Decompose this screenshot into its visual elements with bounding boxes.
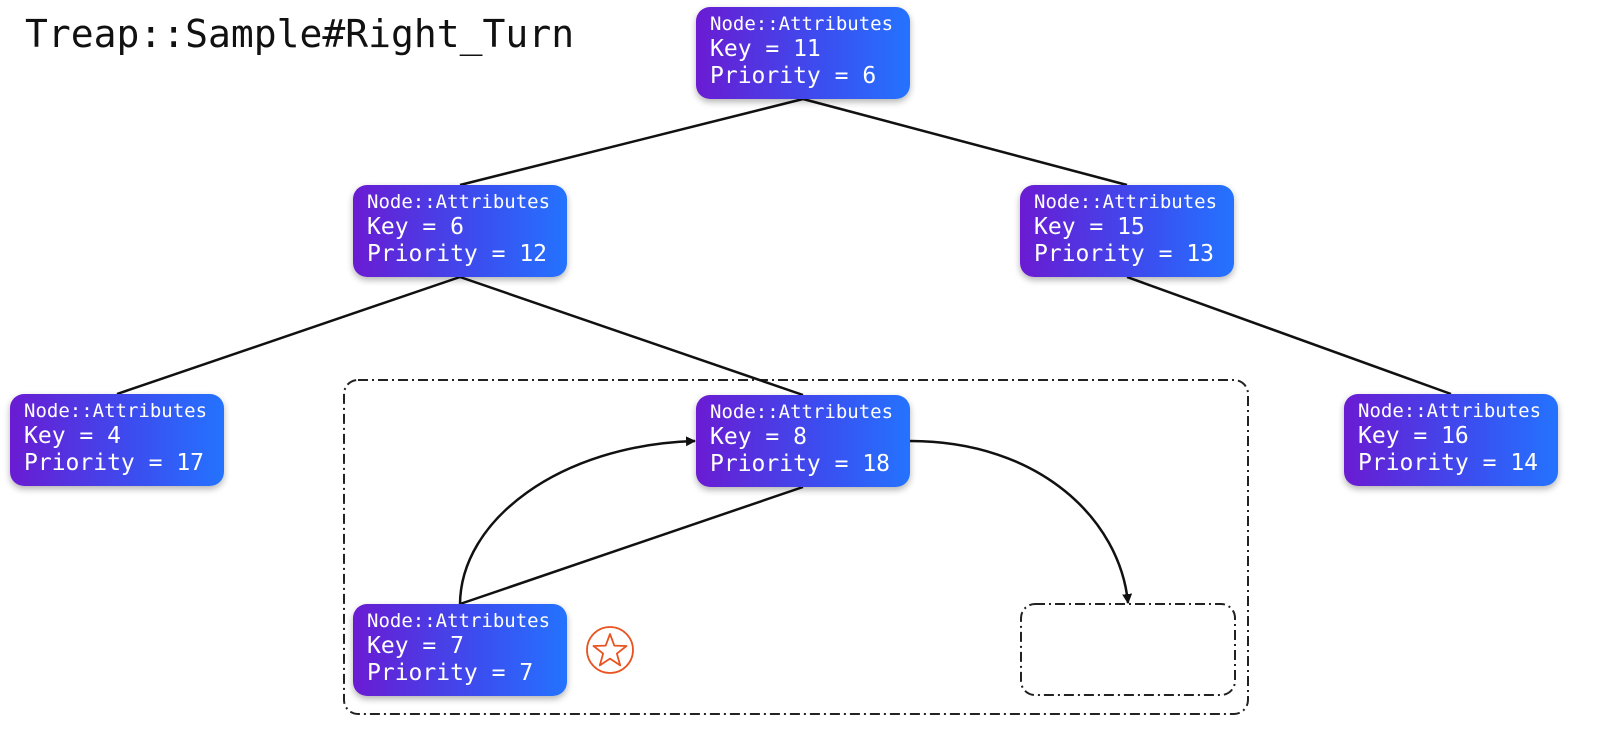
- node-class-label: Node::Attributes: [710, 13, 894, 35]
- edge-n8-n7: [459, 485, 804, 606]
- node-priority: Priority = 6: [710, 63, 877, 89]
- edge-n15-n16: [1126, 275, 1452, 396]
- node-key: Key = 16: [1358, 423, 1469, 449]
- node-key: Key = 8: [710, 424, 807, 450]
- node-key: Key = 7: [367, 633, 464, 659]
- rotation-subtree-frame: [343, 379, 1249, 715]
- diagram-title: Treap::Sample#Right_Turn: [25, 12, 575, 56]
- node-key-7: Node::Attributes Key = 7 Priority = 7: [353, 604, 567, 696]
- tree-edges: [116, 97, 1452, 606]
- node-key-16: Node::Attributes Key = 16 Priority = 14: [1344, 394, 1558, 486]
- edge-n6-n4: [116, 275, 461, 396]
- edge-n11-n15: [802, 97, 1128, 187]
- node-class-label: Node::Attributes: [367, 610, 551, 632]
- empty-child-slot: [1020, 603, 1236, 696]
- arrow-key8-to-empty-slot: [909, 439, 1133, 604]
- node-key-6: Node::Attributes Key = 6 Priority = 12: [353, 185, 567, 277]
- node-priority: Priority = 7: [367, 660, 534, 686]
- star-icon: [586, 626, 634, 674]
- edge-n11-n6: [459, 97, 804, 187]
- node-class-label: Node::Attributes: [1034, 191, 1218, 213]
- node-class-label: Node::Attributes: [24, 400, 208, 422]
- node-key: Key = 4: [24, 423, 121, 449]
- node-priority: Priority = 12: [367, 241, 548, 267]
- node-key: Key = 11: [710, 36, 821, 62]
- node-class-label: Node::Attributes: [1358, 400, 1542, 422]
- node-priority: Priority = 14: [1358, 450, 1539, 476]
- node-key-8: Node::Attributes Key = 8 Priority = 18: [696, 395, 910, 487]
- edge-n6-n8: [459, 275, 804, 397]
- node-priority: Priority = 18: [710, 451, 891, 477]
- node-class-label: Node::Attributes: [367, 191, 551, 213]
- node-priority: Priority = 13: [1034, 241, 1215, 267]
- node-key-11: Node::Attributes Key = 11 Priority = 6: [696, 7, 910, 99]
- node-class-label: Node::Attributes: [710, 401, 894, 423]
- node-key: Key = 6: [367, 214, 464, 240]
- node-key-15: Node::Attributes Key = 15 Priority = 13: [1020, 185, 1234, 277]
- node-priority: Priority = 17: [24, 450, 205, 476]
- arrow-key7-to-key8: [458, 436, 696, 606]
- node-key: Key = 15: [1034, 214, 1145, 240]
- node-key-4: Node::Attributes Key = 4 Priority = 17: [10, 394, 224, 486]
